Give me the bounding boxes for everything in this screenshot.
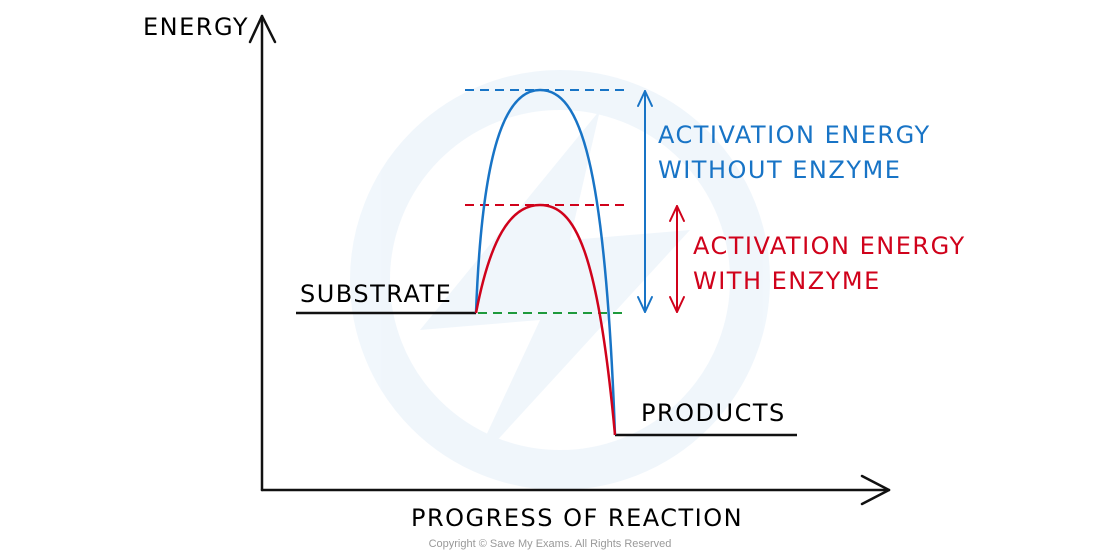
x-axis — [260, 474, 891, 506]
products-label: PRODUCTS — [641, 399, 786, 427]
substrate-label: SUBSTRATE — [300, 280, 452, 308]
activation-energy-without-enzyme-arrow — [637, 90, 653, 313]
activation-energy-with-enzyme-arrow — [669, 205, 685, 313]
x-axis-label: PROGRESS OF REACTION — [411, 504, 743, 532]
y-axis — [248, 14, 277, 492]
copyright-notice: Copyright © Save My Exams. All Rights Re… — [429, 538, 672, 550]
without-enzyme-label-line1: ACTIVATION ENERGY — [658, 121, 931, 149]
with-enzyme-label-line2: WITH ENZYME — [693, 267, 881, 295]
y-axis-label: ENERGY — [143, 13, 249, 41]
curve-with-enzyme — [474, 203, 617, 436]
without-enzyme-label-line2: WITHOUT ENZYME — [658, 156, 901, 184]
with-enzyme-label-line1: ACTIVATION ENERGY — [693, 232, 966, 260]
curve-without-enzyme — [474, 88, 617, 436]
